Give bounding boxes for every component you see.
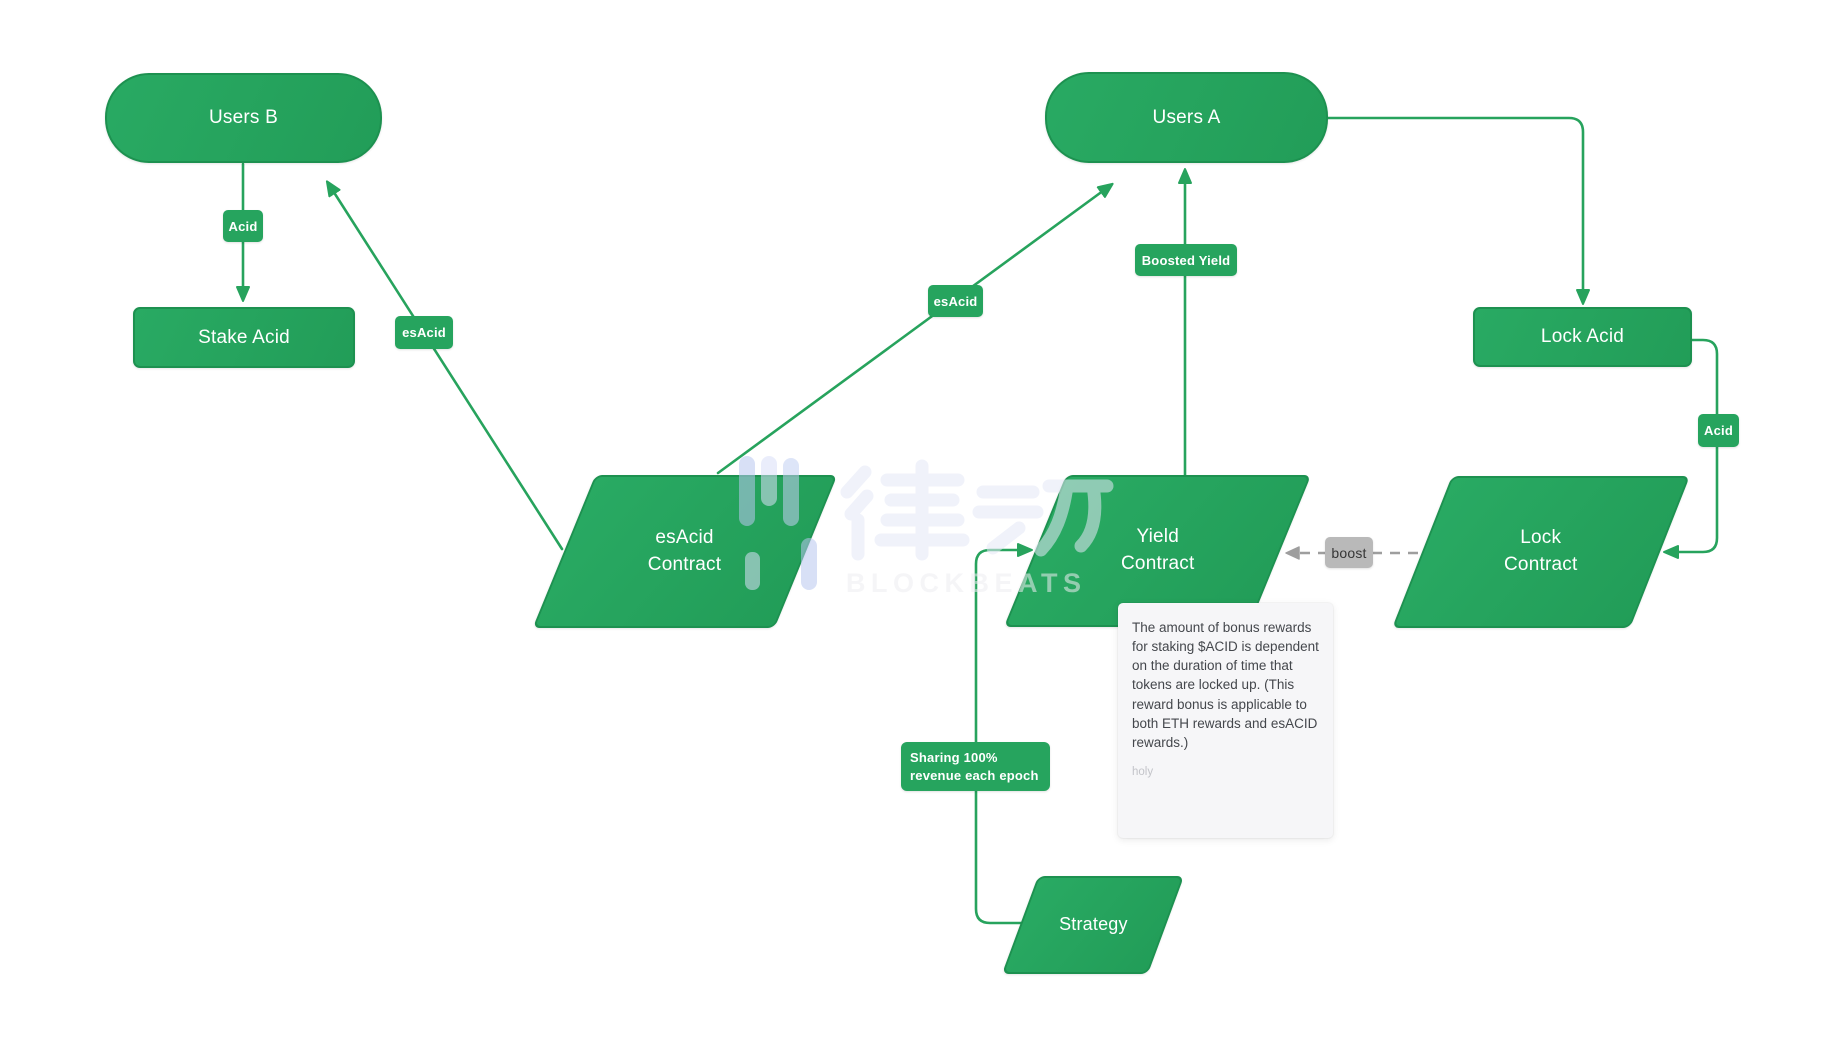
note-author: holy xyxy=(1132,766,1154,779)
node-users-b: Users B xyxy=(105,73,382,163)
node-stake-acid-label: Stake Acid xyxy=(198,326,290,348)
node-lock-acid: Lock Acid xyxy=(1473,307,1692,367)
node-users-a-label: Users A xyxy=(1152,106,1221,128)
node-strategy-label: Strategy xyxy=(1058,914,1128,935)
node-esacid-contract-label: esAcid Contract xyxy=(648,525,721,579)
edge-esacid-contract-to-users-b xyxy=(325,180,564,551)
edge-label-sharing-revenue: Sharing 100% revenue each epoch xyxy=(901,742,1050,791)
edge-users-a-to-lock-acid xyxy=(1326,116,1590,305)
node-stake-acid: Stake Acid xyxy=(133,307,355,368)
node-lock-acid-label: Lock Acid xyxy=(1540,326,1625,347)
node-lock-contract-label: Lock Contract xyxy=(1504,525,1577,579)
edge-strategy-to-yield-contract xyxy=(974,543,1033,925)
edge-label-boosted-yield: Boosted Yield xyxy=(1135,244,1237,276)
node-yield-contract-line1: Yield xyxy=(1136,526,1179,548)
edge-label-acid-lock: Acid xyxy=(1698,414,1739,447)
edge-label-boost: boost xyxy=(1325,537,1373,568)
node-yield-contract-label: Yield Contract xyxy=(1121,524,1194,578)
note-box: The amount of bonus rewards for staking … xyxy=(1118,603,1333,838)
node-esacid-contract-line2: Contract xyxy=(648,553,722,575)
edge-label-esacid-to-users-a: esAcid xyxy=(928,285,983,317)
note-body: The amount of bonus rewards for staking … xyxy=(1132,620,1319,750)
node-lock-contract-line1: Lock xyxy=(1520,527,1562,549)
edge-label-acid-users-b: Acid xyxy=(223,210,263,242)
node-yield-contract-line2: Contract xyxy=(1120,553,1195,574)
node-esacid-contract-line1: esAcid xyxy=(655,526,715,548)
edge-esacid-contract-to-users-a xyxy=(716,182,1114,475)
node-users-a: Users A xyxy=(1045,72,1328,163)
node-lock-contract-line2: Contract xyxy=(1504,554,1578,575)
node-users-b-label: Users B xyxy=(209,107,278,128)
edge-label-esacid-to-users-b: esAcid xyxy=(395,316,453,349)
